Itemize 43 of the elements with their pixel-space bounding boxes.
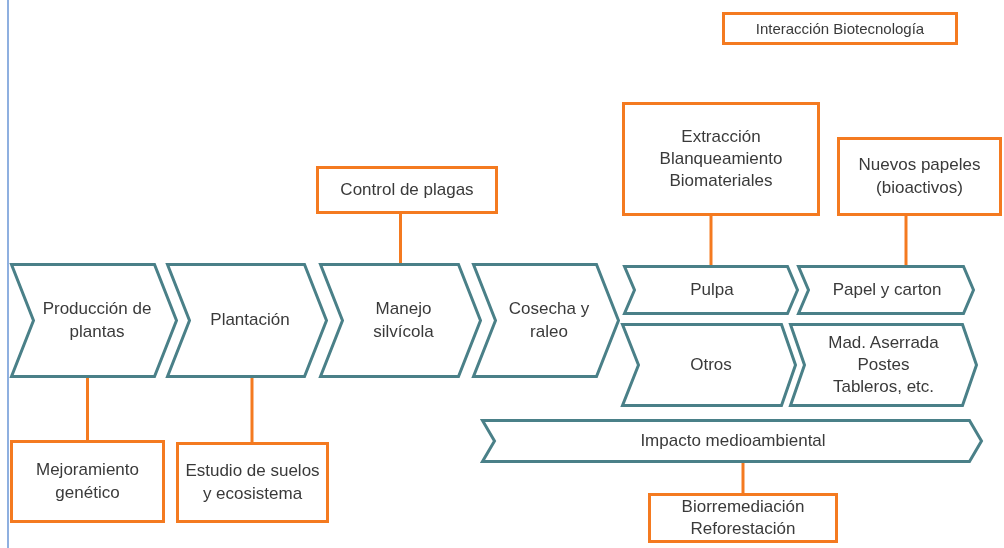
process-box — [837, 137, 1002, 216]
chevron-step — [797, 265, 975, 315]
node-label: Control de plagas — [340, 178, 474, 201]
node-label: Manejo silvícola — [372, 298, 435, 343]
node-label: Plantación — [210, 309, 290, 332]
node-label: Papel y carton — [832, 278, 942, 301]
node-label: Pulpa — [690, 278, 734, 301]
node-label: Biomateriales — [669, 170, 773, 193]
process-box — [176, 442, 329, 523]
node-label: Otros — [690, 353, 732, 376]
chevron-step — [472, 263, 620, 378]
process-box — [648, 493, 838, 543]
node-label: Tableros, etc. — [832, 376, 935, 399]
connector-line — [709, 216, 713, 265]
process-box — [316, 166, 498, 214]
node-label: Interacción Biotecnología — [755, 18, 925, 39]
process-box — [722, 12, 958, 45]
chevron-step — [166, 263, 328, 378]
chevron-step — [10, 263, 178, 378]
node-label: Reforestación — [690, 518, 796, 540]
node-label: Blanqueamiento — [659, 147, 783, 170]
connector-line — [86, 378, 89, 440]
node-label: Impacto medioambiental — [640, 429, 826, 452]
connector-line — [904, 216, 908, 265]
connector-line — [399, 214, 402, 263]
node-label: Postes — [857, 353, 910, 376]
connector-line — [250, 378, 254, 442]
chevron-step — [789, 323, 978, 407]
node-label: Extracción — [681, 125, 761, 148]
node-label: Nuevos papeles (bioactivos) — [857, 154, 982, 199]
chevron-step — [319, 263, 482, 378]
chevron-step — [623, 265, 799, 315]
node-label: Producción de plantas — [41, 298, 153, 343]
node-label: Mejoramiento genético — [35, 459, 140, 504]
node-label: Biorremediación — [681, 495, 805, 518]
chevron-step — [621, 323, 797, 407]
connector-line — [741, 463, 745, 493]
node-label: Mad. Aserrada — [828, 331, 939, 354]
node-label: Estudio de suelos y ecosistema — [184, 460, 321, 505]
chevron-step — [481, 419, 983, 463]
process-box — [622, 102, 820, 216]
process-box — [10, 440, 165, 523]
node-label: Cosecha y raleo — [507, 298, 591, 343]
